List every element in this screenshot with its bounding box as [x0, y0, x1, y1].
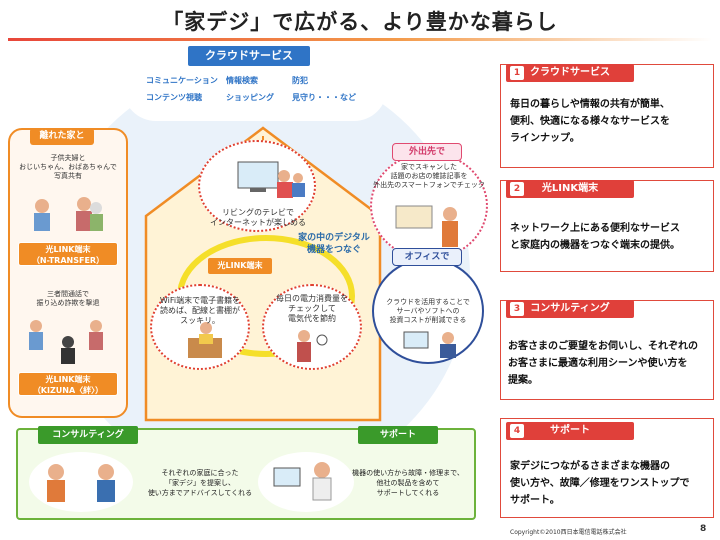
cloud-shape [126, 58, 384, 118]
scene-ebook-text: WiFi端末で電子書籍を 読めば、配線と書棚が スッキリ。 [159, 296, 241, 325]
badge2-line1: 光LINK端末 [45, 375, 91, 384]
copyright-text: Copyright©2010西日本電信電話株式会社 [510, 529, 627, 536]
remote-scene2-text: 三者間通話で 振り込め詐欺を撃退 [36, 290, 100, 307]
living-room-illustration [237, 161, 305, 198]
outside-illustration [395, 205, 458, 247]
office-label: オフィスで [392, 248, 462, 266]
support-text: 機器の使い方から故障・修理まで、 他社の製品を含めて サポートしてくれる [352, 469, 464, 497]
support-illustration [258, 452, 354, 512]
outside-label: 外出先で [392, 143, 462, 161]
card-support-num: 4 [510, 424, 524, 438]
card-cloud-title: クラウドサービス [530, 67, 610, 78]
consulting-tag: コンサルティング [38, 426, 138, 444]
cloud-item: 情報検索 [226, 76, 258, 85]
cloud-item: コミュニケーション [146, 76, 218, 85]
cloud-item: 見守り・・・など [292, 93, 356, 102]
card-terminal-num: 2 [510, 182, 524, 196]
card-consulting-head: 3 コンサルティング [506, 300, 634, 318]
scene-living-tv [198, 140, 316, 232]
page-title: 「家デジ」で広がる、より豊かな暮らし [162, 10, 558, 34]
card-support-title: サポート [550, 425, 590, 436]
scene-power [262, 284, 362, 370]
cloud-heading: クラウドサービス [188, 46, 310, 66]
card-terminal-head: 2 光LINK端末 [506, 180, 634, 198]
title-underline [8, 38, 712, 41]
card-support-body: 家デジにつながるさまざまな機器の 使い方や、故障／修理をワンストップで サポート… [510, 461, 690, 506]
office-text: クラウドを活用することで サーバやソフトへの 投資コストが削減できる [386, 298, 470, 324]
three-way-call-illustration [29, 320, 103, 364]
remote-scene1-text: 子供夫婦と おじいちゃん、おばあちゃんで 写真共有 [19, 154, 117, 180]
card-consulting-num: 3 [510, 302, 524, 316]
card-terminal-title: 光LINK端末 [541, 183, 599, 194]
cloud-item: コンテンツ視聴 [146, 93, 202, 102]
consulting-illustration [29, 452, 133, 512]
support-tag: サポート [358, 426, 438, 444]
card-support-head: 4 サポート [506, 422, 634, 440]
digital-caption: 家の中のデジタル 機器をつなぐ [298, 233, 370, 255]
badge1-line2: （N-TRANSFER） [31, 256, 105, 265]
office-illustration [403, 331, 456, 358]
terminal-badge-kizuna: 光LINK端末 （KIZUNA〈絆〉） [18, 372, 118, 396]
power-illustration [297, 330, 328, 362]
card-cloud-num: 1 [510, 66, 524, 80]
scene-living-text: リビングのテレビで インターネットが楽しめる [210, 208, 306, 227]
card-consulting-body: お客さまのご要望をお伺いし、それぞれの お客さまに最適な利用シーンや使い方を 提… [508, 341, 698, 386]
ebook-illustration [188, 322, 222, 358]
cloud-item: ショッピング [226, 93, 274, 102]
scene-ebook [150, 284, 250, 370]
consulting-text: それぞれの家庭に合った 「家デジ」を提案し、 使い方までアドバイスしてくれる [147, 469, 253, 497]
page-number: 8 [700, 524, 707, 534]
card-consulting-title: コンサルティング [530, 303, 610, 314]
badge2-line2: （KIZUNA〈絆〉） [32, 386, 104, 395]
scene-power-text: 毎日の電力消費量を チェックして 電気代を節約 [276, 294, 348, 323]
terminal-label: 光LINK端末 [208, 258, 272, 274]
outside-text: 家でスキャンした 話題のお店の雑誌記事を 外出先のスマートフォンでチェック [373, 163, 485, 189]
photo-share-illustration [34, 197, 103, 231]
cloud-item: 防犯 [292, 76, 308, 85]
card-cloud-head: 1 クラウドサービス [506, 64, 634, 82]
card-terminal-body: ネットワーク上にある便利なサービス と家庭内の機器をつなぐ端末の提供。 [510, 223, 680, 251]
badge1-line1: 光LINK端末 [45, 245, 91, 254]
card-cloud-body: 毎日の暮らしや情報の共有が簡単、 便利、快適になる様々なサービスを ラインナップ… [510, 99, 670, 144]
remote-family-heading: 離れた家と [30, 128, 94, 145]
terminal-badge-ntransfer: 光LINK端末 （N-TRANSFER） [18, 242, 118, 266]
remote-family-panel [8, 128, 128, 418]
